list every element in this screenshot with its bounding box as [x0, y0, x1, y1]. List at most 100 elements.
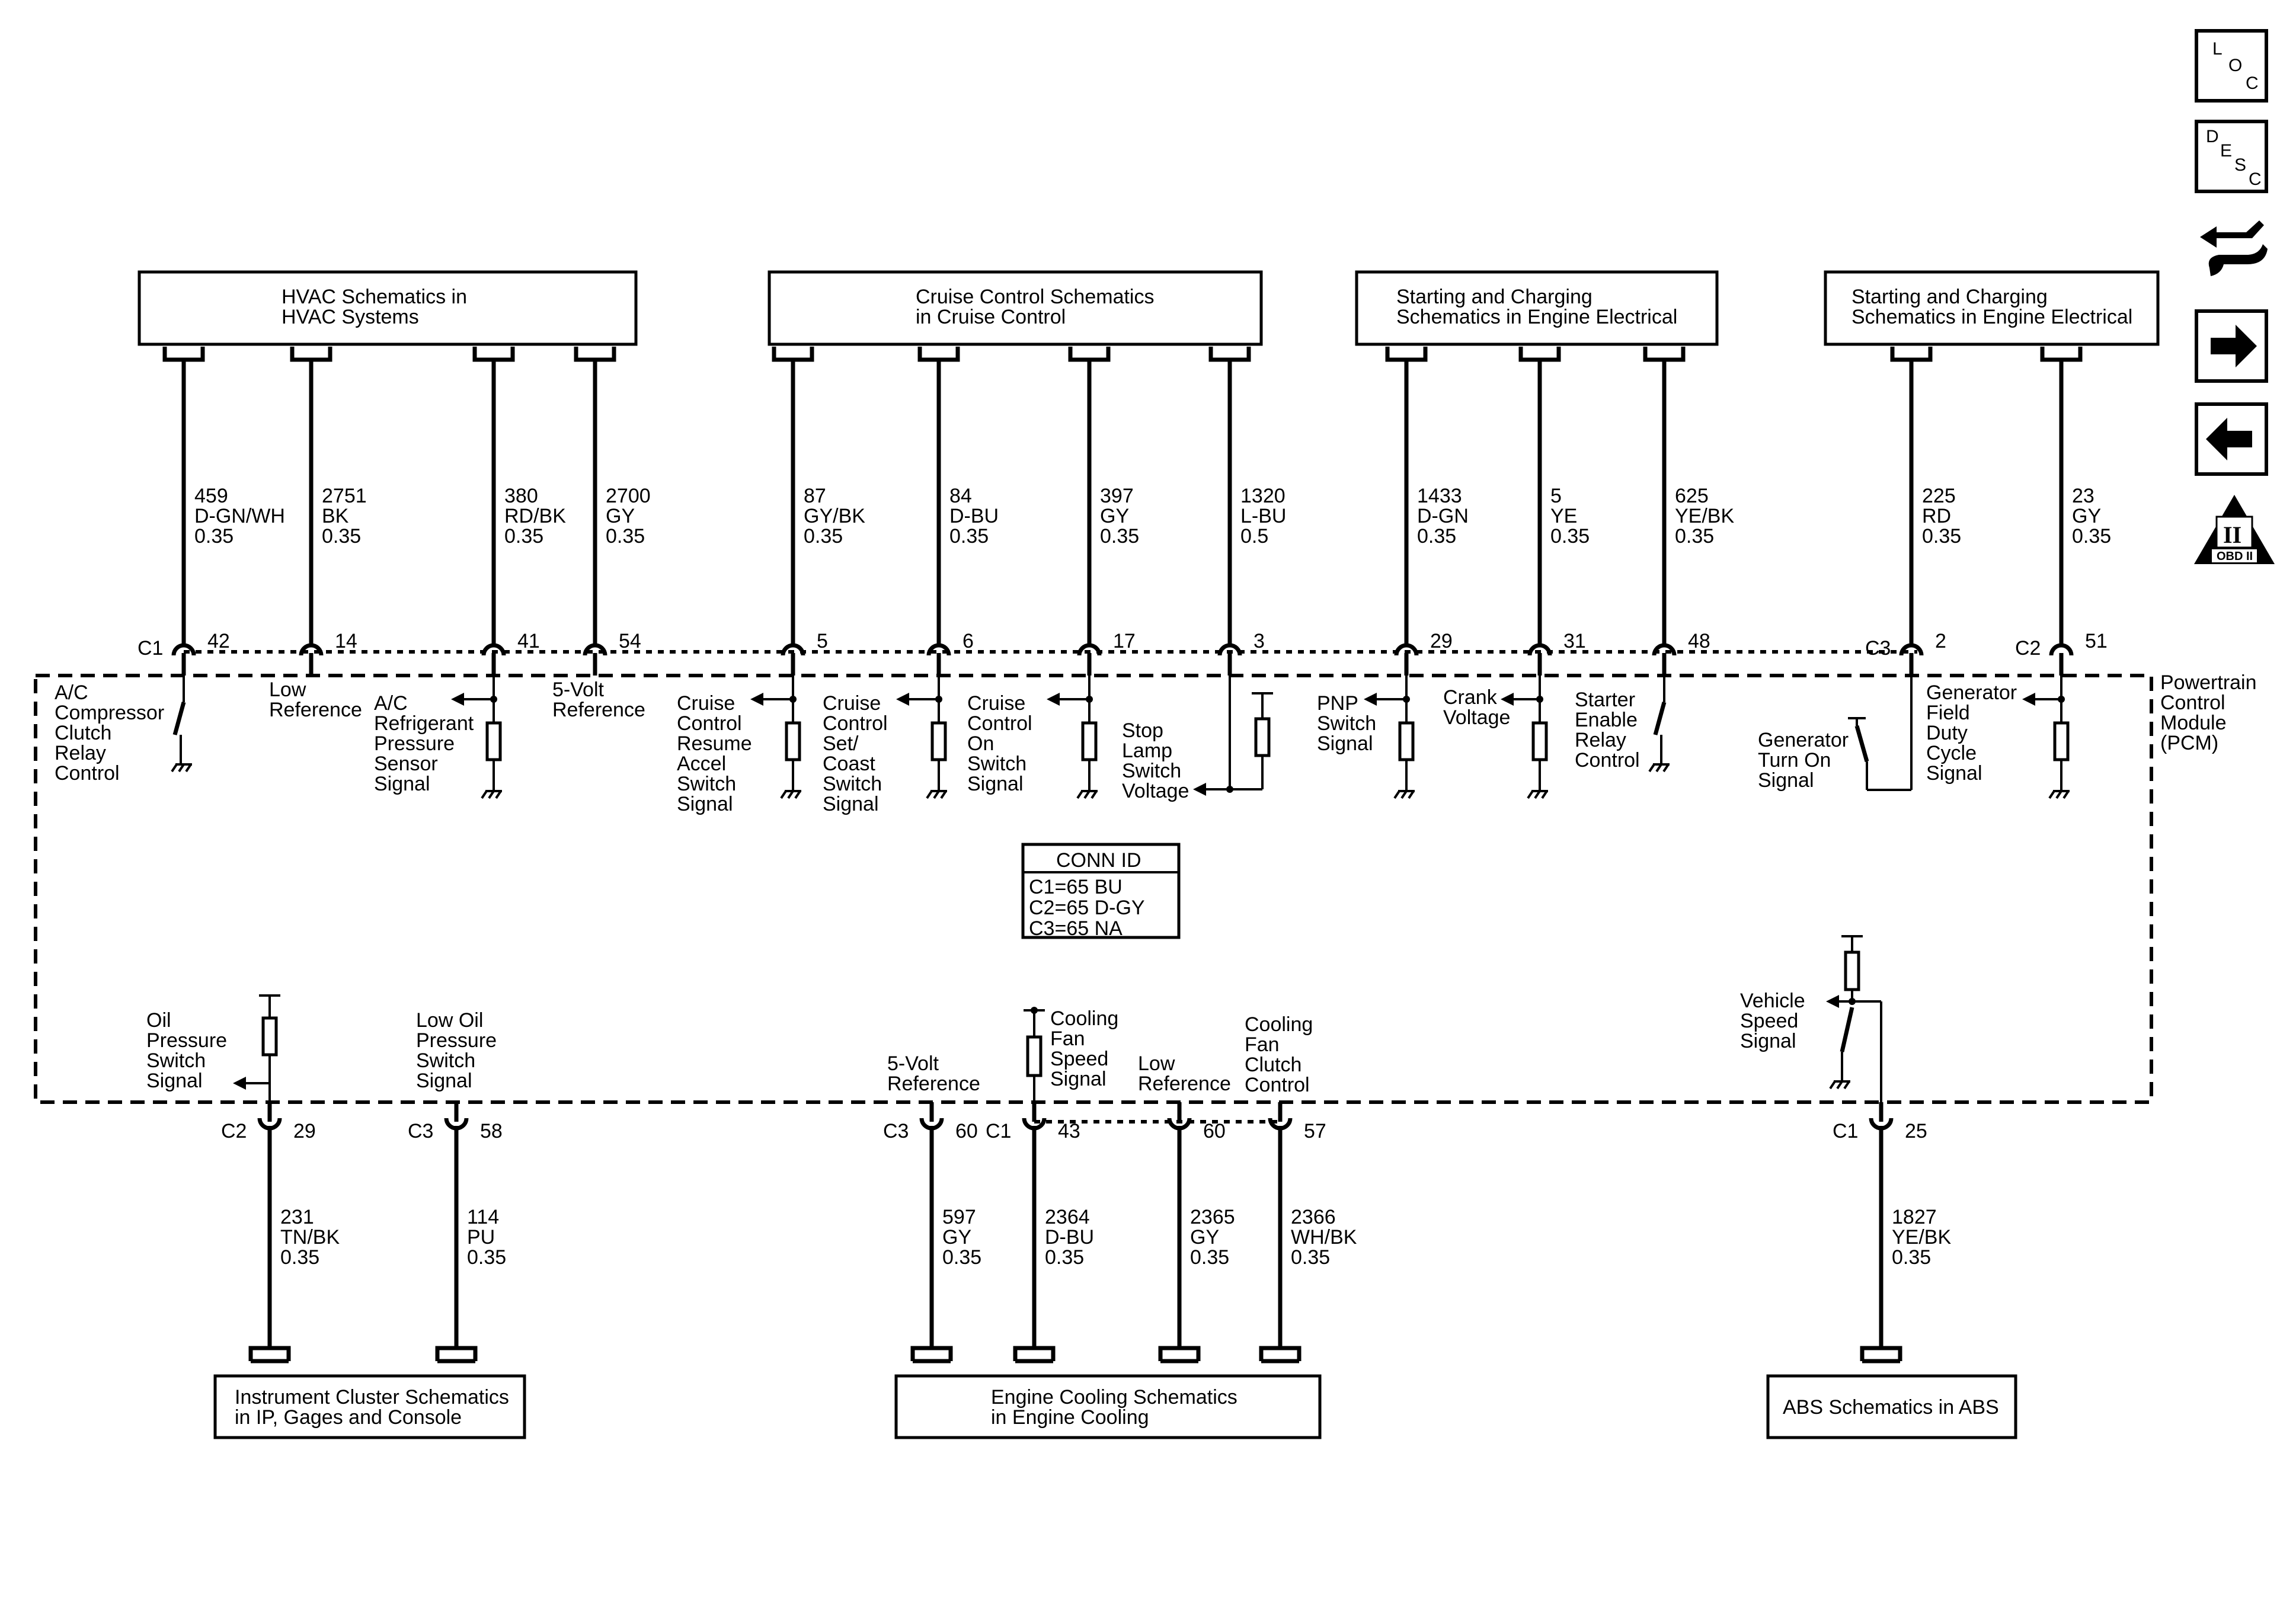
pin-3: 3: [1253, 630, 1265, 652]
connector-C1: C1: [137, 637, 163, 660]
forward-arrow-icon[interactable]: [2195, 309, 2268, 383]
svg-text:L: L: [2212, 39, 2223, 59]
pin-14: 14: [335, 630, 357, 652]
svg-text:E: E: [2220, 141, 2232, 161]
connector-C2: C2: [221, 1120, 247, 1142]
abs-module-box: ABS Schematics in ABS: [1766, 1374, 2017, 1439]
pin-2: 2: [1935, 630, 1946, 652]
loc-icon[interactable]: L O C: [2195, 29, 2268, 103]
conn-id-c1: C1=65 BU: [1029, 876, 1123, 898]
connector-C1: C1: [1833, 1120, 1858, 1142]
back-arrow-icon[interactable]: [2195, 402, 2268, 476]
pin-5: 5: [817, 630, 828, 652]
abs-module-label: ABS Schematics in ABS: [1783, 1396, 1999, 1419]
svg-text:S: S: [2234, 155, 2246, 175]
pin-29: 29: [1430, 630, 1453, 652]
conn-id-box: CONN ID C1=65 BU C2=65 D-GY C3=65 NA: [1021, 843, 1181, 940]
desc-icon[interactable]: D E S C: [2195, 120, 2268, 193]
svg-text:D: D: [2206, 127, 2219, 146]
conn-id-c3: C3=65 NA: [1029, 917, 1123, 940]
obd-ii-icon[interactable]: II OBD II: [2194, 495, 2275, 564]
svg-text:OBD II: OBD II: [2217, 550, 2253, 563]
connector-repair-icon[interactable]: [2200, 220, 2268, 276]
connector-C3: C3: [883, 1120, 909, 1142]
svg-text:II: II: [2223, 521, 2241, 548]
pin-60: 60: [1203, 1120, 1226, 1142]
connector-C3: C3: [408, 1120, 433, 1142]
pin-17: 17: [1113, 630, 1136, 652]
pin-58: 58: [480, 1120, 503, 1142]
pin-41: 41: [517, 630, 540, 652]
pin-42: 42: [207, 630, 230, 652]
svg-text:C: C: [2249, 169, 2262, 189]
pin-51: 51: [2085, 630, 2108, 652]
svg-text:O: O: [2228, 56, 2242, 75]
pin-54: 54: [619, 630, 641, 652]
pin-43: 43: [1058, 1120, 1080, 1142]
pin-6: 6: [962, 630, 974, 652]
